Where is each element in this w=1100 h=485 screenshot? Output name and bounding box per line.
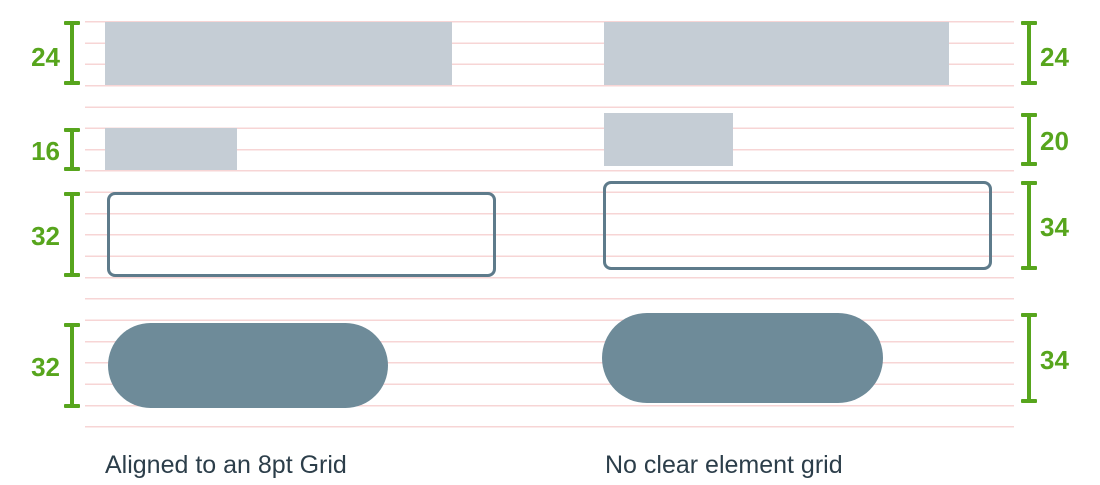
bracket-stem bbox=[70, 128, 74, 171]
bracket-stem bbox=[70, 21, 74, 85]
bracket-stem bbox=[1027, 113, 1031, 166]
bracket-cap bbox=[64, 167, 80, 171]
bracket-stem bbox=[1027, 21, 1031, 85]
bracket-cap bbox=[1021, 81, 1037, 85]
caption-aligned-grid: Aligned to an 8pt Grid bbox=[105, 451, 347, 479]
measure-value-left-3: 32 bbox=[31, 221, 60, 251]
bracket-cap bbox=[64, 273, 80, 277]
bracket-stem bbox=[70, 192, 74, 277]
bracket-cap bbox=[64, 404, 80, 408]
measure-bracket-left-4 bbox=[64, 323, 80, 408]
measure-value-left-4: 32 bbox=[31, 352, 60, 382]
measure-value-right-1: 24 bbox=[1040, 42, 1069, 72]
misaligned-pill-button bbox=[602, 313, 883, 403]
bracket-cap bbox=[1021, 266, 1037, 270]
misaligned-bar-20 bbox=[604, 113, 733, 166]
measure-bracket-right-1 bbox=[1021, 21, 1037, 85]
measure-value-right-3: 34 bbox=[1040, 212, 1069, 242]
aligned-pill-button bbox=[108, 323, 388, 408]
measure-bracket-left-2 bbox=[64, 128, 80, 171]
measure-bracket-right-2 bbox=[1021, 113, 1037, 166]
bracket-stem bbox=[70, 323, 74, 408]
measure-value-left-2: 16 bbox=[31, 136, 60, 166]
bracket-cap bbox=[1021, 162, 1037, 166]
aligned-bar-16 bbox=[105, 128, 237, 170]
measure-bracket-left-1 bbox=[64, 21, 80, 85]
measure-bracket-right-3 bbox=[1021, 181, 1037, 270]
aligned-bar-24 bbox=[105, 22, 452, 85]
misaligned-outlined-box bbox=[603, 181, 992, 270]
bracket-stem bbox=[1027, 313, 1031, 403]
measure-bracket-left-3 bbox=[64, 192, 80, 277]
bracket-cap bbox=[64, 81, 80, 85]
misaligned-bar-24 bbox=[604, 22, 949, 85]
aligned-outlined-box bbox=[107, 192, 496, 277]
measure-bracket-right-4 bbox=[1021, 313, 1037, 403]
caption-no-grid: No clear element grid bbox=[605, 451, 843, 479]
measure-value-right-4: 34 bbox=[1040, 345, 1069, 375]
bracket-cap bbox=[1021, 399, 1037, 403]
measure-value-right-2: 20 bbox=[1040, 126, 1069, 156]
bracket-stem bbox=[1027, 181, 1031, 270]
measure-value-left-1: 24 bbox=[31, 42, 60, 72]
